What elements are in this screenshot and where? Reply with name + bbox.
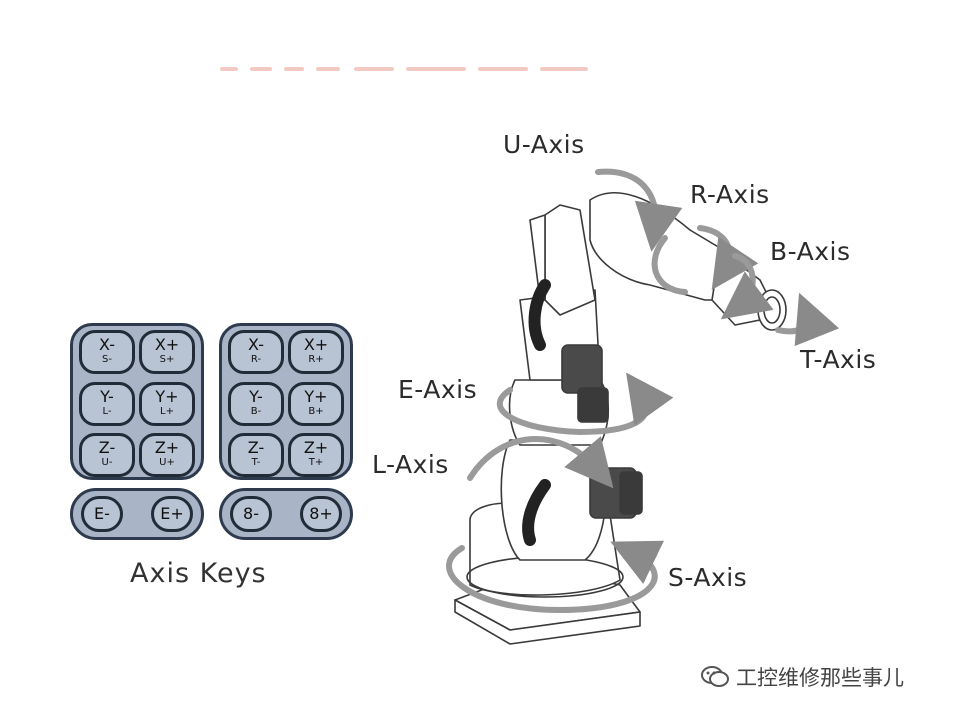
key-label: Z+ — [154, 438, 180, 457]
left-round-key-panel: E- E+ — [70, 488, 204, 540]
s-axis-rotation-arrow — [446, 540, 665, 614]
t-axis-rotation-arrow — [775, 292, 840, 347]
r-axis-label: R-Axis — [690, 180, 770, 209]
robot-upper-motor — [561, 344, 603, 394]
key-label: Z+ — [303, 438, 329, 457]
key-label: X- — [99, 335, 115, 354]
key-label: Z- — [98, 438, 116, 457]
axis-key-y-minus[interactable]: Y-L- — [79, 382, 135, 426]
key-label: X+ — [303, 335, 329, 354]
axis-key-x-plus-r[interactable]: X+R+ — [288, 330, 344, 374]
key-label: Y+ — [155, 387, 179, 406]
axis-key-x-plus[interactable]: X+S+ — [139, 330, 195, 374]
axis-key-8-minus[interactable]: 8- — [230, 496, 272, 532]
key-sublabel: T+ — [308, 457, 324, 468]
key-sublabel: L- — [102, 406, 112, 417]
key-label: Y+ — [304, 387, 328, 406]
l-axis-label: L-Axis — [372, 450, 449, 479]
robot-elbow-housing — [544, 204, 596, 316]
axis-key-z-minus[interactable]: Z-U- — [79, 433, 135, 477]
axis-key-z-plus[interactable]: Z+U+ — [139, 433, 195, 477]
top-smudge — [220, 67, 588, 71]
axis-key-z-plus-t[interactable]: Z+T+ — [288, 433, 344, 477]
axis-keys-title: Axis Keys — [130, 558, 267, 589]
axis-key-e-minus[interactable]: E- — [81, 496, 123, 532]
b-axis-rotation-arrow — [720, 253, 774, 320]
key-sublabel: U- — [101, 457, 113, 468]
key-sublabel: R- — [250, 354, 262, 365]
left-axis-key-panel: X-S- X+S+ Y-L- Y+L+ Z-U- Z+U+ — [70, 323, 204, 480]
watermark-text: 工控维修那些事儿 — [736, 666, 904, 690]
axis-key-z-minus-t[interactable]: Z-T- — [228, 433, 284, 477]
key-sublabel: T- — [251, 457, 261, 468]
key-sublabel: B- — [250, 406, 262, 417]
key-label: Y- — [100, 387, 114, 406]
axis-key-y-plus[interactable]: Y+L+ — [139, 382, 195, 426]
wechat-icon — [701, 666, 729, 687]
key-sublabel: S- — [102, 354, 112, 365]
axis-key-y-plus-b[interactable]: Y+B+ — [288, 382, 344, 426]
key-label: X+ — [154, 335, 180, 354]
axis-key-8-plus[interactable]: 8+ — [300, 496, 342, 532]
b-axis-label: B-Axis — [770, 237, 851, 266]
e-axis-label: E-Axis — [398, 375, 478, 404]
r-axis-rotation-arrow — [651, 235, 688, 295]
key-sublabel: R+ — [308, 354, 324, 365]
right-round-key-panel: 8- 8+ — [219, 488, 353, 540]
key-label: Z- — [247, 438, 265, 457]
axis-key-x-minus[interactable]: X-S- — [79, 330, 135, 374]
key-sublabel: S+ — [159, 354, 175, 365]
axis-key-e-plus[interactable]: E+ — [151, 496, 193, 532]
axis-key-y-minus-b[interactable]: Y-B- — [228, 382, 284, 426]
watermark: 工控维修那些事儿 — [700, 662, 904, 692]
axis-key-x-minus-r[interactable]: X-R- — [228, 330, 284, 374]
key-label: Y- — [249, 387, 263, 406]
key-sublabel: U+ — [159, 457, 175, 468]
e-axis-rotation-arrow — [496, 372, 674, 436]
t-axis-label: T-Axis — [800, 345, 877, 374]
u-axis-label: U-Axis — [503, 130, 585, 159]
u-axis-rotation-arrow — [595, 168, 683, 252]
right-axis-key-panel: X-R- X+R+ Y-B- Y+B+ Z-T- Z+T+ — [219, 323, 353, 480]
l-axis-rotation-arrow — [467, 436, 614, 489]
key-sublabel: L+ — [160, 406, 174, 417]
key-label: X- — [248, 335, 264, 354]
key-sublabel: B+ — [308, 406, 324, 417]
s-axis-label: S-Axis — [668, 563, 748, 592]
